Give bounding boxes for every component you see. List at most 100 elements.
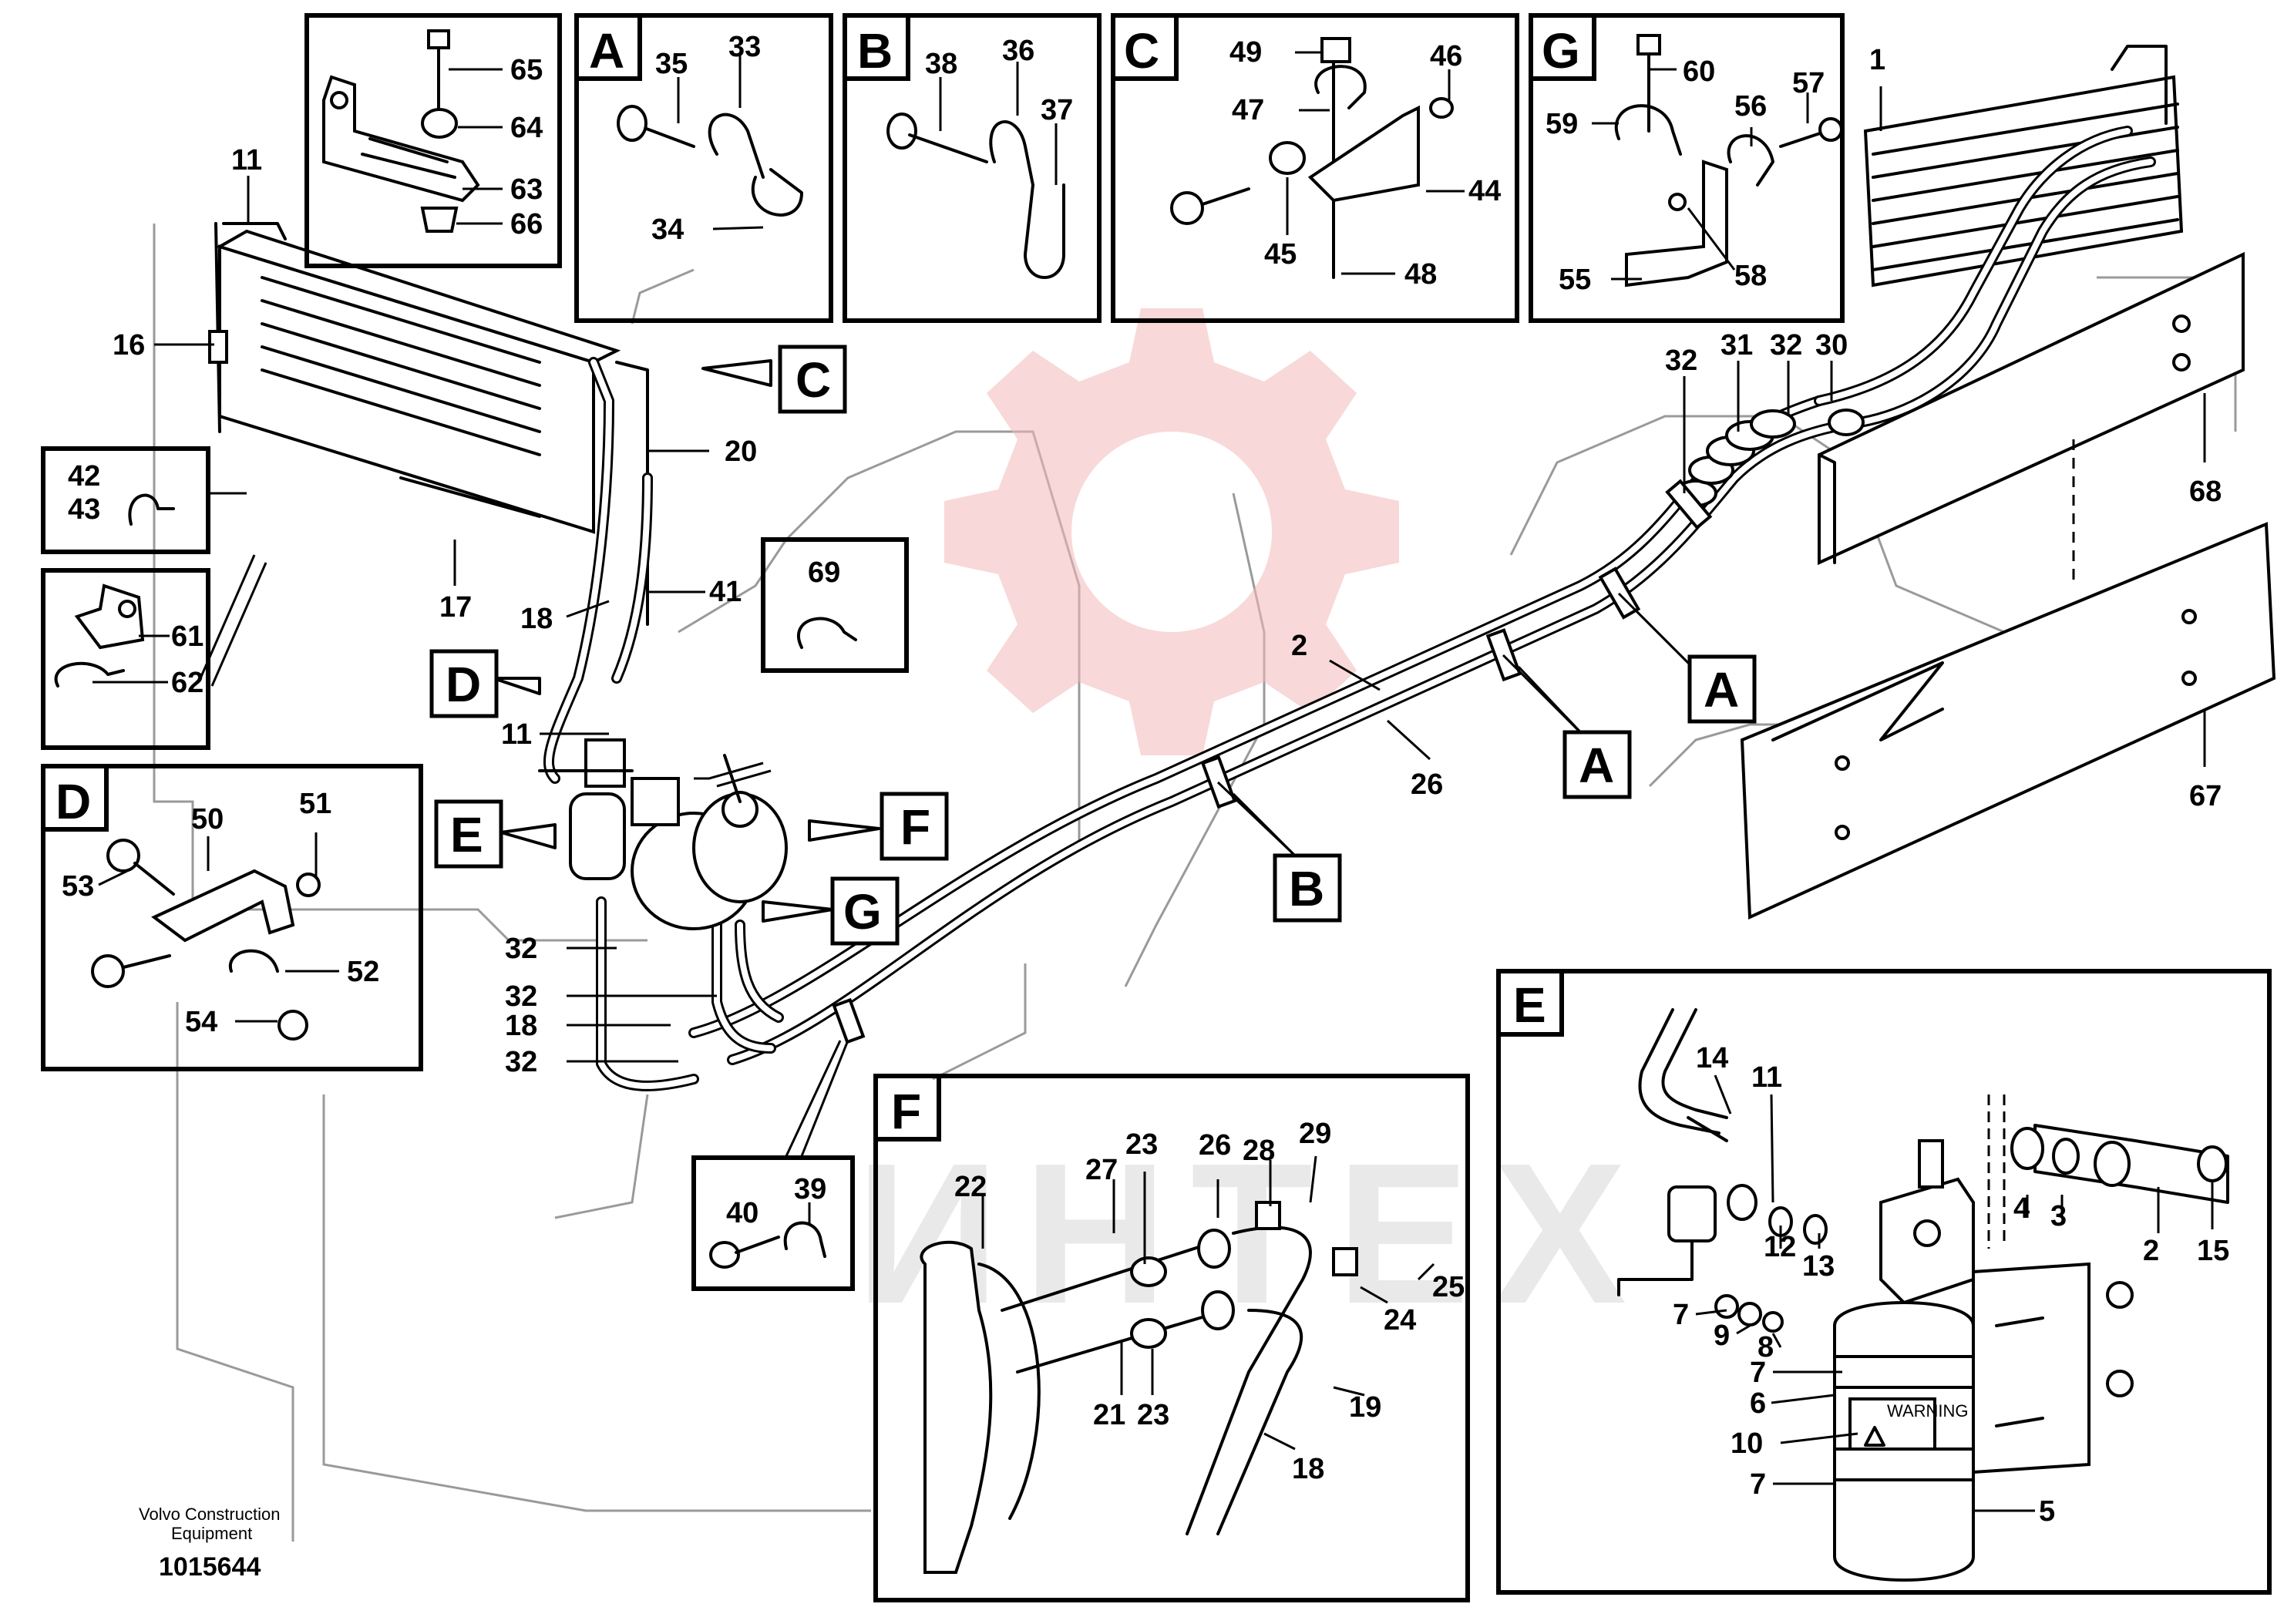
label-46: 46 — [1430, 40, 1462, 72]
label-5: 5 — [2039, 1495, 2055, 1528]
label-37: 37 — [1041, 94, 1073, 126]
label-54: 54 — [185, 1006, 217, 1038]
label-61: 61 — [171, 620, 204, 653]
detail-box-clip-42: 42 43 — [41, 446, 210, 554]
label-25: 25 — [1432, 1271, 1465, 1303]
label-55: 55 — [1559, 264, 1591, 296]
company-line-2: Equipment — [171, 1524, 252, 1543]
label-32-d: 32 — [1665, 345, 1697, 377]
label-6: 6 — [1750, 1387, 1766, 1420]
label-32-c: 32 — [505, 1046, 537, 1078]
label-11-top: 11 — [231, 144, 262, 177]
label-66: 66 — [510, 208, 543, 240]
label-14: 14 — [1696, 1042, 1728, 1074]
label-17: 17 — [439, 591, 472, 624]
label-8: 8 — [1758, 1331, 1774, 1363]
detail-box-B: B 38 36 37 — [843, 13, 1102, 323]
detail-box-D: D 50 51 53 52 54 — [41, 764, 423, 1071]
label-23-b: 23 — [1137, 1399, 1169, 1431]
label-53: 53 — [62, 870, 94, 903]
label-4: 4 — [2013, 1192, 2030, 1225]
main-labels: 11 16 17 18 20 41 11 32 32 18 32 2 26 32… — [113, 44, 2222, 1078]
label-60: 60 — [1683, 55, 1715, 88]
label-30: 30 — [1815, 329, 1848, 361]
label-44: 44 — [1468, 175, 1501, 207]
label-68: 68 — [2189, 476, 2222, 508]
label-34: 34 — [651, 214, 684, 246]
label-38: 38 — [925, 48, 957, 80]
tag-A-2[interactable] — [1562, 730, 1632, 799]
label-7-c: 7 — [1750, 1468, 1766, 1501]
watermark-gear-icon — [944, 308, 1399, 755]
label-32-e: 32 — [1770, 329, 1802, 361]
label-7-b: 7 — [1750, 1357, 1766, 1389]
box-A-letter: A — [589, 23, 624, 79]
label-50: 50 — [191, 803, 224, 836]
label-52: 52 — [347, 956, 379, 988]
view-tags: C D E F G A A B — [199, 345, 1757, 1157]
tag-C[interactable] — [778, 345, 847, 414]
label-42: 42 — [68, 460, 100, 493]
evaporator — [1863, 45, 2184, 287]
label-7-a: 7 — [1673, 1299, 1689, 1331]
label-63: 63 — [510, 173, 543, 206]
label-15: 15 — [2197, 1235, 2229, 1267]
label-62: 62 — [171, 667, 204, 699]
panel-68 — [1818, 251, 2245, 566]
label-22: 22 — [954, 1171, 987, 1203]
box-B-letter: B — [857, 23, 893, 79]
label-51: 51 — [299, 788, 331, 820]
tag-A-1[interactable] — [1687, 654, 1757, 724]
tag-G-letter: G — [843, 884, 882, 940]
label-49: 49 — [1229, 36, 1262, 69]
tag-B[interactable] — [1273, 853, 1342, 923]
label-39: 39 — [794, 1173, 826, 1205]
tag-C-letter: C — [796, 352, 831, 408]
label-31: 31 — [1720, 329, 1753, 361]
label-28: 28 — [1243, 1135, 1275, 1167]
label-57: 57 — [1792, 67, 1825, 99]
box-E-letter: E — [1513, 977, 1546, 1033]
main-leaders — [154, 86, 2206, 1063]
detail-box-C: C 49 46 47 44 45 48 — [1111, 13, 1519, 323]
box-G-letter: G — [1542, 23, 1580, 79]
detail-box-E: E WARNING 14 11 4 — [1496, 969, 2272, 1595]
label-18-lower: 18 — [505, 1010, 537, 1042]
label-26: 26 — [1411, 768, 1443, 801]
receiver-compressor — [538, 738, 788, 930]
label-1: 1 — [1869, 44, 1885, 76]
label-59: 59 — [1546, 108, 1578, 140]
label-48: 48 — [1404, 258, 1437, 291]
label-65: 65 — [510, 54, 543, 86]
label-10: 10 — [1731, 1427, 1763, 1460]
company-line-1: Volvo Construction — [139, 1505, 280, 1524]
panel-67 — [1740, 439, 2276, 920]
label-32-b: 32 — [505, 980, 537, 1013]
box-D-letter: D — [56, 774, 91, 829]
drawing-number: 1015644 — [159, 1552, 261, 1582]
detail-box-clip-69: 69 — [761, 537, 909, 673]
tag-F[interactable] — [880, 792, 949, 861]
label-41: 41 — [709, 576, 742, 608]
tag-F-letter: F — [900, 799, 930, 855]
label-67: 67 — [2189, 780, 2222, 812]
tag-E-letter: E — [450, 807, 483, 862]
condenser — [208, 222, 649, 626]
tag-A-2-letter: A — [1579, 738, 1614, 793]
detail-box-F: F 26 29 23 28 27 22 25 24 21 23 19 18 — [873, 1074, 1470, 1602]
detail-box-G: G 60 57 56 59 55 58 — [1529, 13, 1845, 323]
label-2: 2 — [1291, 630, 1307, 662]
label-45: 45 — [1264, 238, 1297, 271]
label-18-upper: 18 — [520, 603, 553, 635]
tag-D[interactable] — [429, 649, 499, 718]
label-3: 3 — [2050, 1200, 2067, 1232]
label-9: 9 — [1714, 1320, 1730, 1352]
detail-box-A: A 35 33 34 — [574, 13, 833, 323]
tag-D-letter: D — [446, 657, 481, 712]
tag-E[interactable] — [434, 799, 503, 869]
box-F-letter: F — [891, 1084, 921, 1139]
tag-G[interactable] — [830, 876, 900, 946]
label-23-a: 23 — [1125, 1128, 1158, 1161]
